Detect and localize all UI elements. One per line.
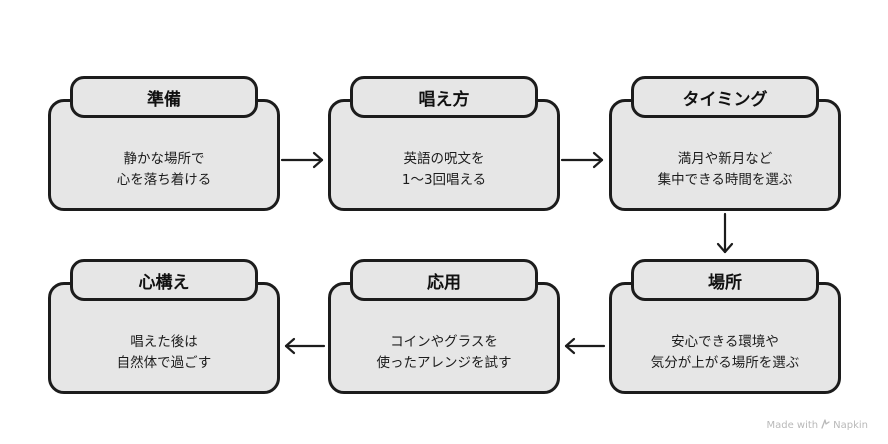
step-description-line2: 気分が上がる場所を選ぶ [650,355,800,371]
step-description-line2: 心を落ち着ける [116,172,212,188]
step-description-line1: 英語の呪文を [403,151,485,167]
step-description-line1: 唱えた後は [130,334,198,350]
step-card-body: 唱えた後は 自然体で過ごす [51,325,277,381]
step-card-body: 満月や新月など 集中できる時間を選ぶ [612,142,838,198]
step-card-body: 英語の呪文を 1〜3回唱える [331,142,557,198]
step-card-body: コインやグラスを 使ったアレンジを試す [331,325,557,381]
brand-label: Napkin [833,420,868,431]
step-description-line2: 使ったアレンジを試す [376,355,512,371]
step-title-place: 場所 [631,259,819,301]
napkin-watermark: Made with Napkin [766,419,868,432]
step-description-line1: 安心できる環境や [671,334,779,350]
step-card-body: 安心できる環境や 気分が上がる場所を選ぶ [612,325,838,381]
step-description-line2: 1〜3回唱える [401,172,487,188]
step-description-line1: コインやグラスを [390,334,498,350]
step-title-preparation: 準備 [70,76,258,118]
step-card-body: 静かな場所で 心を落ち着ける [51,142,277,198]
step-description-line2: 自然体で過ごす [116,355,212,371]
step-title-chanting: 唱え方 [350,76,538,118]
napkin-logo-icon [821,419,830,432]
arrow-step2-to-step3 [560,151,604,169]
arrow-step4-to-step5 [564,337,606,355]
arrow-step3-to-step4 [716,212,734,254]
step-description-line1: 満月や新月など [677,151,773,167]
step-description-line1: 静かな場所で [123,151,205,167]
arrow-step1-to-step2 [280,151,324,169]
made-with-label: Made with [766,420,819,431]
arrow-step5-to-step6 [284,337,326,355]
step-description-line2: 集中できる時間を選ぶ [657,172,793,188]
step-title-application: 応用 [350,259,538,301]
step-title-timing: タイミング [631,76,819,118]
step-title-mindset: 心構え [70,259,258,301]
